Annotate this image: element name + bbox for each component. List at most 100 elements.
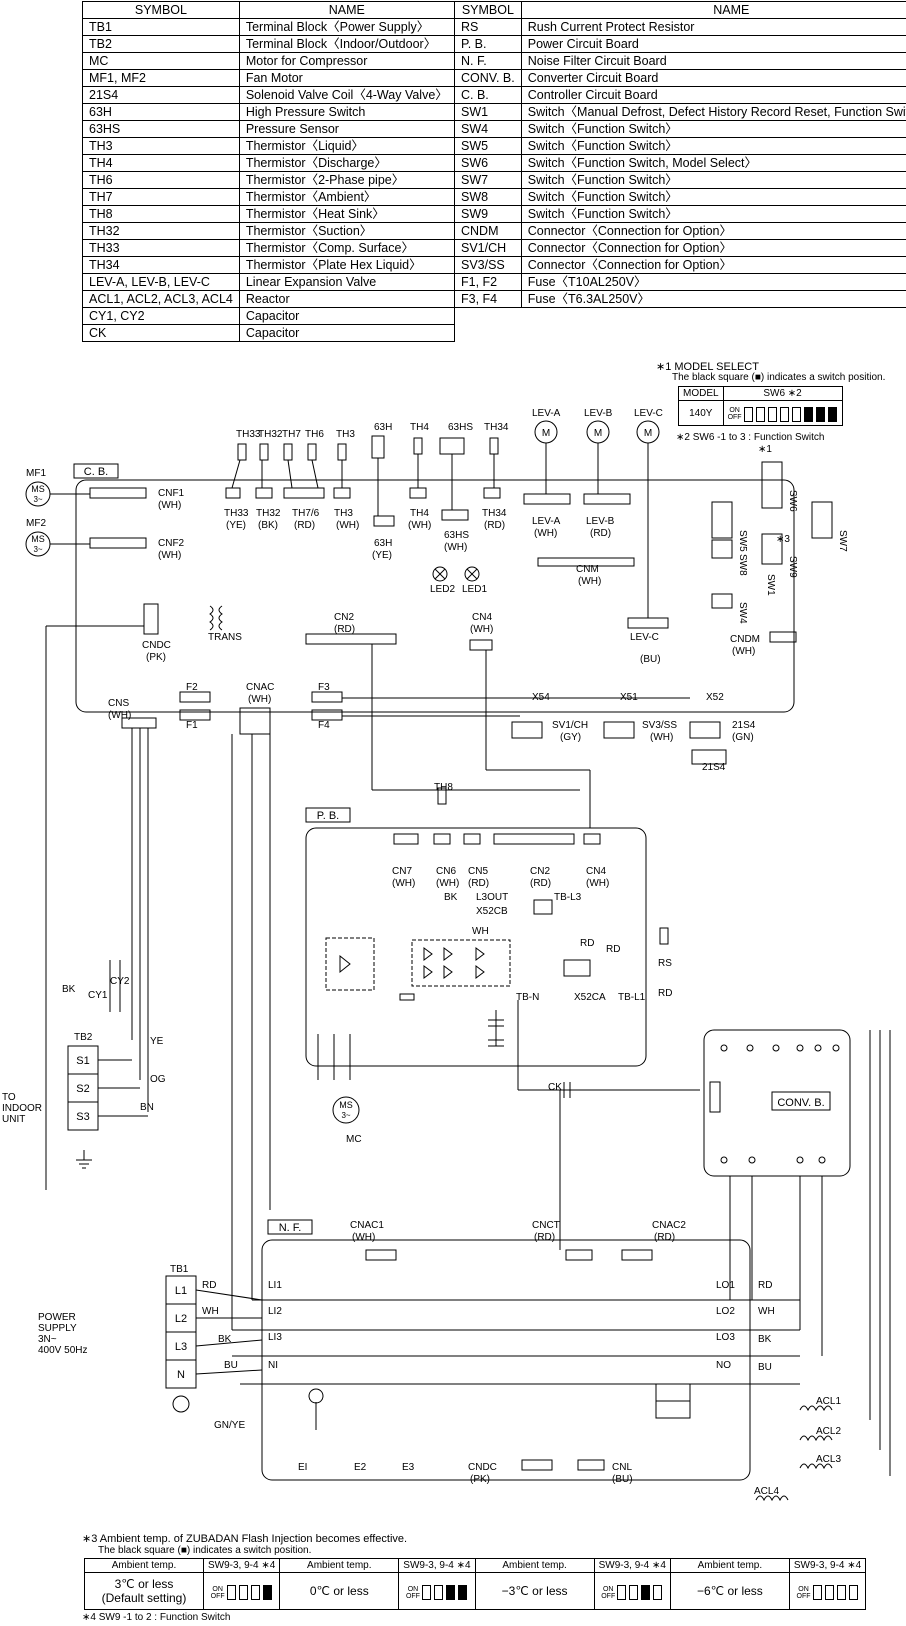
svg-text:MS: MS xyxy=(339,1100,353,1110)
tb1-l3: L3 xyxy=(175,1341,187,1353)
tb2-s2: S2 xyxy=(76,1083,89,1095)
symbol-cell: 63H xyxy=(82,103,240,121)
bn-wire-label: BN xyxy=(140,1102,154,1113)
dip-switch-5 xyxy=(791,406,801,422)
sw9-label: SW9 xyxy=(787,556,798,578)
ambient-temp-header: Ambient temp. xyxy=(84,1558,204,1573)
name-cell: Thermistor〈Comp. Surface〉 xyxy=(238,239,455,257)
pb-bk-label: BK xyxy=(444,892,458,903)
name-cell: Rush Current Protect Resistor xyxy=(520,18,906,36)
th4-color: (WH) xyxy=(408,520,431,531)
name-cell: Converter Circuit Board xyxy=(520,69,906,87)
sw4-label: SW4 xyxy=(737,602,748,624)
lev-motors: M M M xyxy=(534,420,660,618)
connector-cnf1: CNF1 (WH) xyxy=(89,487,185,511)
thermistor-connectors xyxy=(225,454,797,643)
th34-color: (RD) xyxy=(484,520,505,531)
acl3-label: ACL3 xyxy=(816,1454,841,1465)
sw6-label: SW6 xyxy=(787,490,798,512)
name-cell: Switch〈Function Switch〉 xyxy=(520,205,906,223)
ei-label: EI xyxy=(298,1462,307,1473)
gnye-label: GN/YE xyxy=(214,1420,246,1431)
dip-switch-3 xyxy=(641,1585,651,1601)
tb1-label: TB1 xyxy=(170,1264,189,1275)
lev-a-conn-label: LEV-A xyxy=(532,516,561,527)
name-cell: Terminal Block〈Indoor/Outdoor〉 xyxy=(238,35,455,53)
led1-label: LED1 xyxy=(462,584,487,595)
sv1ch-color: (GY) xyxy=(560,732,581,743)
symbol-cell: P. B. xyxy=(454,35,522,53)
sw9-header: SW9-3, 9-4 ∗4 xyxy=(202,1558,281,1573)
tbl3-label: TB-L3 xyxy=(554,892,582,903)
lo1-label: LO1 xyxy=(716,1280,735,1291)
63h-conn-label: 63H xyxy=(374,538,392,549)
ambient-temp-value: −3℃ or less xyxy=(474,1572,595,1610)
th76-color: (RD) xyxy=(294,520,315,531)
cn7-color: (WH) xyxy=(392,878,415,889)
tb2-s3: S3 xyxy=(76,1111,89,1123)
symbol-cell: N. F. xyxy=(454,52,522,70)
symbol-cell: MC xyxy=(82,52,240,70)
ambient-footnote: ∗4 SW9 -1 to 2 : Function Switch xyxy=(82,1612,231,1623)
symbol-cell: SW9 xyxy=(454,205,522,223)
cndm-color: (WH) xyxy=(732,646,755,657)
symbol-row: CONV. B.Converter Circuit Board xyxy=(454,69,906,87)
lev-c-color: (BU) xyxy=(640,654,661,665)
ambient-temp-header: Ambient temp. xyxy=(279,1558,400,1573)
th7-label: TH7 xyxy=(282,429,301,440)
21s4-color: (GN) xyxy=(732,732,754,743)
dip-switch-3 xyxy=(445,1585,455,1601)
ambient-title: ∗3 Ambient temp. of ZUBADAN Flash Inject… xyxy=(82,1533,408,1545)
cy2-label: CY2 xyxy=(110,976,130,987)
pb-cn4-label: CN4 xyxy=(586,866,606,877)
l1-rd-label: RD xyxy=(202,1280,216,1291)
symbol-cell: TB2 xyxy=(82,35,240,53)
pb-cn2-color: (RD) xyxy=(530,878,551,889)
x52-label: X52 xyxy=(706,692,724,703)
cnl-color: (BU) xyxy=(612,1474,633,1485)
cnct-label: CNCT xyxy=(532,1220,560,1231)
l3out-label: L3OUT xyxy=(476,892,508,903)
th6-label: TH6 xyxy=(305,429,324,440)
name-cell: High Pressure Switch xyxy=(238,103,455,121)
name-cell: Switch〈Function Switch, Model Select〉 xyxy=(520,154,906,172)
svg-text:(WH): (WH) xyxy=(158,500,181,511)
63h-switch xyxy=(371,435,385,459)
pb-internals xyxy=(317,787,669,1080)
lo1-rd-label: RD xyxy=(758,1280,772,1291)
dip-switch-1 xyxy=(226,1585,236,1601)
th33-label: TH33 xyxy=(236,429,261,440)
nf-board xyxy=(261,1239,751,1481)
n-bu-label: BU xyxy=(224,1360,238,1371)
l2-wh-label: WH xyxy=(202,1306,219,1317)
cns-label: CNS xyxy=(108,698,129,709)
svg-text:3~: 3~ xyxy=(33,545,42,554)
name-cell: Pressure Sensor xyxy=(238,120,455,138)
nf-label: N. F. xyxy=(279,1222,302,1234)
name-cell: Switch〈Function Switch〉 xyxy=(520,120,906,138)
cndc-label: CNDC xyxy=(142,640,171,651)
dip-switch-1 xyxy=(743,406,753,422)
x52cb-label: X52CB xyxy=(476,906,508,917)
sw5-label: SW5 xyxy=(737,530,748,552)
dip-switch-2 xyxy=(824,1585,834,1601)
name-cell: Fan Motor xyxy=(238,69,455,87)
cnct-color: (RD) xyxy=(534,1232,555,1243)
dip-switch-1 xyxy=(812,1585,822,1601)
name-cell: Fuse〈T6.3AL250V〉 xyxy=(520,290,906,308)
convb-board xyxy=(703,1029,851,1177)
name-cell: Thermistor〈Plate Hex Liquid〉 xyxy=(238,256,455,274)
th34-conn-label: TH34 xyxy=(482,508,507,519)
